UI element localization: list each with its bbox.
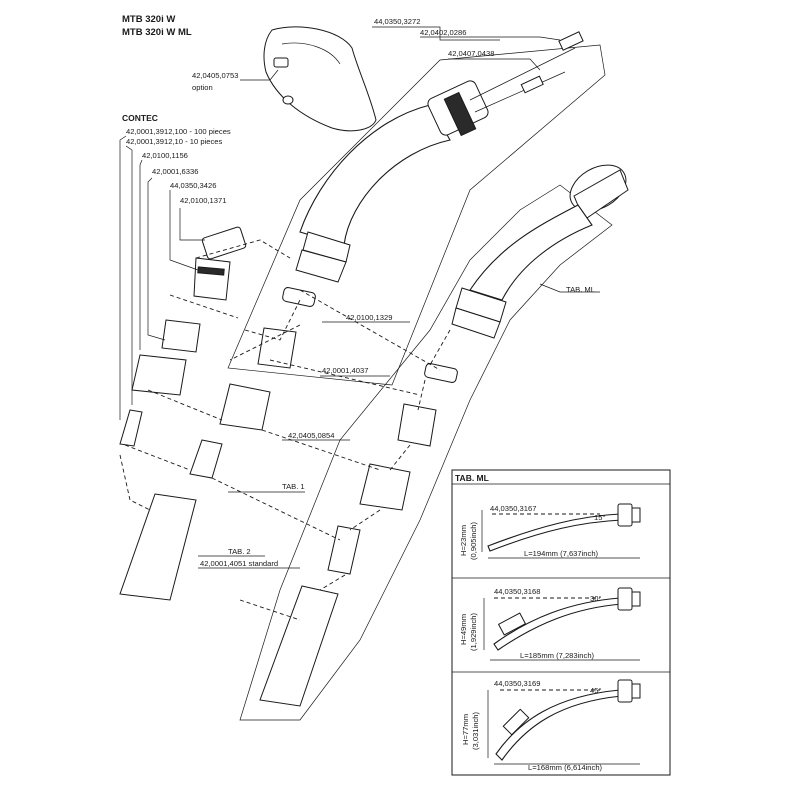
tab-ml-h-0905inch: (0,905inch) xyxy=(469,522,478,560)
main-torch-neck xyxy=(227,31,606,386)
tab-ml-h-3031inch: (3,031inch) xyxy=(471,712,480,750)
tab-ml-length-185: L=185mm (7,283inch) xyxy=(520,651,595,660)
assembly-guide-lines xyxy=(119,239,451,621)
label-42-0001-4037: 42,0001,4037 xyxy=(322,366,368,375)
tab-ml-length-168: L=168mm (6,614inch) xyxy=(528,763,603,772)
label-42-0405-0753: 42,0405,0753 xyxy=(192,71,238,80)
leader-lines xyxy=(119,26,600,569)
label-tab-1: TAB. 1 xyxy=(282,482,305,491)
tab-ml-length-194: L=194mm (7,637inch) xyxy=(524,549,599,558)
ml-torch-neck xyxy=(239,164,629,721)
label-tab-ml: TAB. ML xyxy=(566,285,595,294)
label-option: option xyxy=(192,83,213,92)
tab-ml-heading: TAB. ML xyxy=(455,473,489,483)
tab-ml-h-77mm: H=77mm xyxy=(461,714,470,745)
tab-ml-part-3167: 44,0350,3167 xyxy=(490,504,536,513)
tab-ml-row-15: 44,0350,3167 15° H=23mm (0,905inch) L=19… xyxy=(459,503,641,560)
tab-ml-row-45: 44,0350,3169 45° H=77mm (3,031inch) L=16… xyxy=(461,679,641,772)
tab-ml-h-1929inch: (1,929inch) xyxy=(469,613,478,651)
contec-heading: CONTEC xyxy=(122,113,158,123)
label-42-0100-1329: 42,0100,1329 xyxy=(346,313,392,322)
label-3912-100-pieces: 42,0001,3912,100 - 100 pieces xyxy=(126,127,231,136)
tab-ml-angle-30: 30° xyxy=(590,594,601,603)
tab-ml-part-3168: 44,0350,3168 xyxy=(494,587,540,596)
label-42-0402-0286: 42,0402,0286 xyxy=(420,28,466,37)
tab-ml-angle-45: 45° xyxy=(590,686,601,695)
contec-parts xyxy=(119,226,247,447)
center-parts xyxy=(119,287,316,601)
right-parts xyxy=(259,363,458,707)
tab-ml-h-49mm: H=49mm xyxy=(459,614,468,645)
model-title-1: MTB 320i W xyxy=(122,14,175,25)
label-42-0001-6336: 42,0001,6336 xyxy=(152,167,198,176)
label-42-0100-1156: 42,0100,1156 xyxy=(142,151,188,160)
label-tab-2: TAB. 2 xyxy=(228,547,251,556)
label-42-0407-0438: 42,0407,0438 xyxy=(448,49,494,58)
label-42-0405-0854: 42,0405,0854 xyxy=(288,431,334,440)
label-42-0100-1371: 42,0100,1371 xyxy=(180,196,226,205)
tab-ml-h-23mm: H=23mm xyxy=(459,525,468,556)
label-3912-10-pieces: 42,0001,3912,10 - 10 pieces xyxy=(126,137,222,146)
tab-ml-angle-15: 15° xyxy=(594,513,605,522)
heat-shield-part xyxy=(263,26,377,132)
model-title-2: MTB 320i W ML xyxy=(122,27,192,38)
tab-ml-table: TAB. ML 44,0350,3167 15° H=23mm (0,905in… xyxy=(451,469,671,776)
label-44-0350-3426: 44,0350,3426 xyxy=(170,181,216,190)
label-44-0350-3272: 44,0350,3272 xyxy=(374,17,420,26)
label-42-0001-4051: 42,0001,4051 standard xyxy=(200,559,278,568)
tab-ml-row-30: 44,0350,3168 30° H=49mm (1,929inch) L=18… xyxy=(459,587,641,661)
tab-ml-part-3169: 44,0350,3169 xyxy=(494,679,540,688)
